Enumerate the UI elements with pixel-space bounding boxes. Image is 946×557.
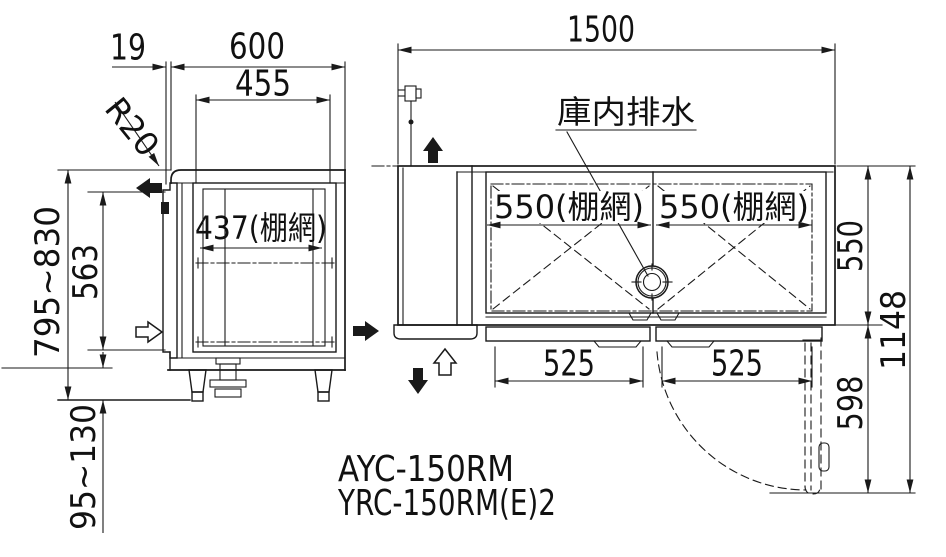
side-view-door — [161, 182, 178, 359]
top-view-dimensions: 1500 550(棚網) 550(棚網) 525 525 550 — [397, 10, 916, 494]
model-name-2: YRC-150RM(E)2 — [337, 483, 556, 524]
dim-19: 19 — [110, 28, 146, 69]
drain-pipe-flange — [215, 357, 241, 365]
intake-arrow-right-icon — [135, 320, 164, 344]
right-door-front — [655, 326, 823, 342]
dim-455: 455 — [235, 64, 291, 105]
model-name-1: AYC-150RM — [338, 449, 514, 490]
dim-598: 598 — [831, 376, 871, 431]
exhaust-arrow-left-icon — [136, 178, 162, 198]
drain-symbol-icon — [631, 263, 673, 301]
dim-795-830: 795~830 — [28, 206, 68, 358]
side-view: 19 600 455 R20 437(棚網) 795~830 563 95~1 — [1, 27, 346, 533]
top-view-outline — [371, 165, 836, 348]
side-view-legs-and-drain — [57, 357, 333, 402]
intake-arrow-up-icon — [432, 347, 458, 376]
dim-1500: 1500 — [567, 10, 635, 51]
side-view-outline — [167, 169, 346, 371]
dim-563: 563 — [66, 244, 106, 300]
exhaust-arrow-down-icon — [408, 368, 428, 394]
door-hinge — [161, 202, 169, 214]
flow-arrow-right-icon — [353, 321, 379, 341]
dim-r20: R20 — [97, 90, 167, 164]
dim-1148: 1148 — [874, 290, 914, 370]
dim-550-depth: 550 — [831, 220, 871, 272]
dim-550-shelf-left: 550(棚網) — [494, 188, 644, 226]
dim-95-130: 95~130 — [64, 404, 104, 530]
top-view: 庫内排水 1500 550(棚網) 550(棚網) — [371, 10, 916, 495]
drain-label: 庫内排水 — [557, 93, 695, 131]
dim-600: 600 — [229, 27, 285, 68]
power-plug-icon — [398, 85, 422, 102]
dim-525-right: 525 — [711, 344, 763, 385]
right-door-handle — [666, 340, 715, 348]
dim-525-left: 525 — [543, 344, 595, 385]
dim-437: 437(棚網) — [195, 209, 327, 247]
power-cord — [398, 85, 422, 167]
exhaust-arrow-up-icon — [423, 137, 443, 163]
left-door-front — [485, 326, 651, 342]
dim-550-shelf-right: 550(棚網) — [659, 188, 809, 226]
left-door-handle — [593, 340, 642, 348]
side-view-dimensions: 19 600 455 R20 437(棚網) 795~830 563 95~1 — [1, 27, 346, 533]
open-door-handle — [818, 442, 830, 472]
model-labels: AYC-150RM YRC-150RM(E)2 — [337, 449, 556, 524]
